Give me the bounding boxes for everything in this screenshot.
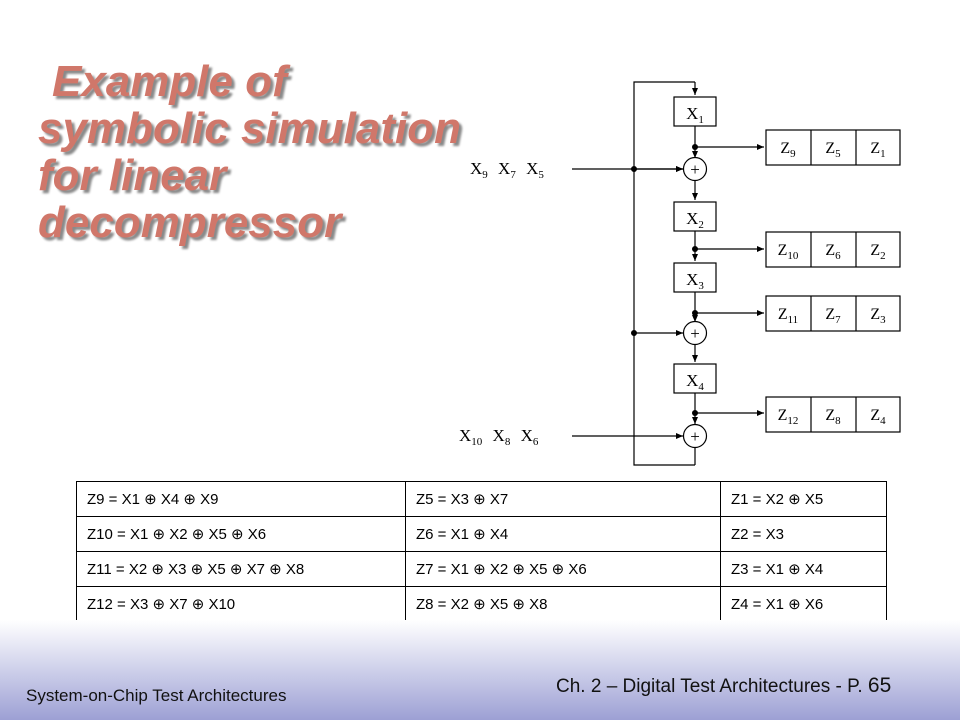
scan-chain-3: Z11 Z7 Z3 xyxy=(765,295,901,332)
equation-cell: Z7 = X1 ⊕ X2 ⊕ X5 ⊕ X6 xyxy=(405,551,721,587)
xor-symbol: + xyxy=(690,427,700,446)
page-number: 65 xyxy=(867,674,892,697)
svg-text:Z3: Z3 xyxy=(870,306,886,326)
title-line: symbolic simulation xyxy=(38,104,461,153)
equation-cell: Z3 = X1 ⊕ X4 xyxy=(720,551,887,587)
title-line: Example of xyxy=(52,57,287,106)
equation-cell: Z9 = X1 ⊕ X4 ⊕ X9 xyxy=(76,481,406,517)
scan-chain-1: Z9 Z5 Z1 xyxy=(765,129,901,166)
equation-cell: Z6 = X1 ⊕ X4 xyxy=(405,516,721,552)
decompressor-diagram: X1 X2 X3 X4 + + + X9 X7 X5 X10 X8 X6 Z9 … xyxy=(459,81,901,466)
equation-cell: Z1 = X2 ⊕ X5 xyxy=(720,481,887,517)
feedback-wire xyxy=(633,81,695,466)
svg-text:Z10: Z10 xyxy=(778,242,799,262)
register-label: X xyxy=(686,209,698,228)
svg-text:Z9: Z9 xyxy=(780,140,796,160)
table-row: Z10 = X1 ⊕ X2 ⊕ X5 ⊕ X6 Z6 = X1 ⊕ X4 Z2 … xyxy=(76,516,887,552)
svg-text:X2: X2 xyxy=(686,209,704,231)
register-subscript: 4 xyxy=(698,381,704,393)
register-x3 xyxy=(673,262,717,293)
register-x4 xyxy=(673,363,717,394)
equation-cell: Z10 = X1 ⊕ X2 ⊕ X5 ⊕ X6 xyxy=(76,516,406,552)
table-row: Z11 = X2 ⊕ X3 ⊕ X5 ⊕ X7 ⊕ X8 Z7 = X1 ⊕ X… xyxy=(76,551,887,587)
footer-band xyxy=(0,620,960,720)
footer-book-title: System-on-Chip Test Architectures xyxy=(26,686,287,705)
input-sequence: X9 X7 X5 xyxy=(470,159,544,182)
scan-chain-4: Z12 Z8 Z4 xyxy=(765,396,901,433)
equations-table: Z9 = X1 ⊕ X4 ⊕ X9 Z5 = X3 ⊕ X7 Z1 = X2 ⊕… xyxy=(76,481,887,622)
svg-text:Z6: Z6 xyxy=(825,242,841,262)
register-x2 xyxy=(673,201,717,232)
input-sequence: X10 X8 X6 xyxy=(459,426,539,449)
svg-text:X4: X4 xyxy=(686,371,704,393)
equation-cell: Z11 = X2 ⊕ X3 ⊕ X5 ⊕ X7 ⊕ X8 xyxy=(76,551,406,587)
scan-chain-2: Z10 Z6 Z2 xyxy=(765,231,901,268)
svg-text:Z8: Z8 xyxy=(825,407,841,427)
svg-text:X3: X3 xyxy=(686,270,704,292)
svg-text:X1: X1 xyxy=(686,104,704,126)
svg-text:Z7: Z7 xyxy=(825,306,841,326)
table-row: Z12 = X3 ⊕ X7 ⊕ X10 Z8 = X2 ⊕ X5 ⊕ X8 Z4… xyxy=(76,586,887,622)
svg-text:Z11: Z11 xyxy=(778,306,798,326)
svg-text:Z5: Z5 xyxy=(825,140,841,160)
footer-chapter: Ch. 2 – Digital Test Architectures - P. xyxy=(556,676,863,697)
equation-cell: Z4 = X1 ⊕ X6 xyxy=(720,586,887,622)
table-row: Z9 = X1 ⊕ X4 ⊕ X9 Z5 = X3 ⊕ X7 Z1 = X2 ⊕… xyxy=(76,481,887,517)
xor-gate xyxy=(682,423,708,449)
xor-gate xyxy=(682,156,708,182)
register-label: X xyxy=(686,104,698,123)
svg-text:Z2: Z2 xyxy=(870,242,885,262)
register-x1 xyxy=(673,96,717,127)
xor-symbol: + xyxy=(690,160,700,179)
register-label: X xyxy=(686,270,698,289)
svg-text:Z12: Z12 xyxy=(778,407,799,427)
register-subscript: 3 xyxy=(698,280,704,292)
equation-cell: Z5 = X3 ⊕ X7 xyxy=(405,481,721,517)
xor-gate xyxy=(682,320,708,346)
register-subscript: 1 xyxy=(698,114,704,126)
svg-text:Z1: Z1 xyxy=(870,140,885,160)
slide-title: Example of symbolic simulation for linea… xyxy=(38,58,478,246)
equation-cell: Z12 = X3 ⊕ X7 ⊕ X10 xyxy=(76,586,406,622)
svg-text:Z4: Z4 xyxy=(870,407,886,427)
footer-chapter-page: Ch. 2 – Digital Test Architectures - P. … xyxy=(556,674,891,698)
register-label: X xyxy=(686,371,698,390)
equation-cell: Z2 = X3 xyxy=(720,516,887,552)
equation-cell: Z8 = X2 ⊕ X5 ⊕ X8 xyxy=(405,586,721,622)
xor-symbol: + xyxy=(690,324,700,343)
register-subscript: 2 xyxy=(698,219,704,231)
title-line: decompressor xyxy=(38,198,342,247)
title-line: for linear xyxy=(38,151,227,200)
